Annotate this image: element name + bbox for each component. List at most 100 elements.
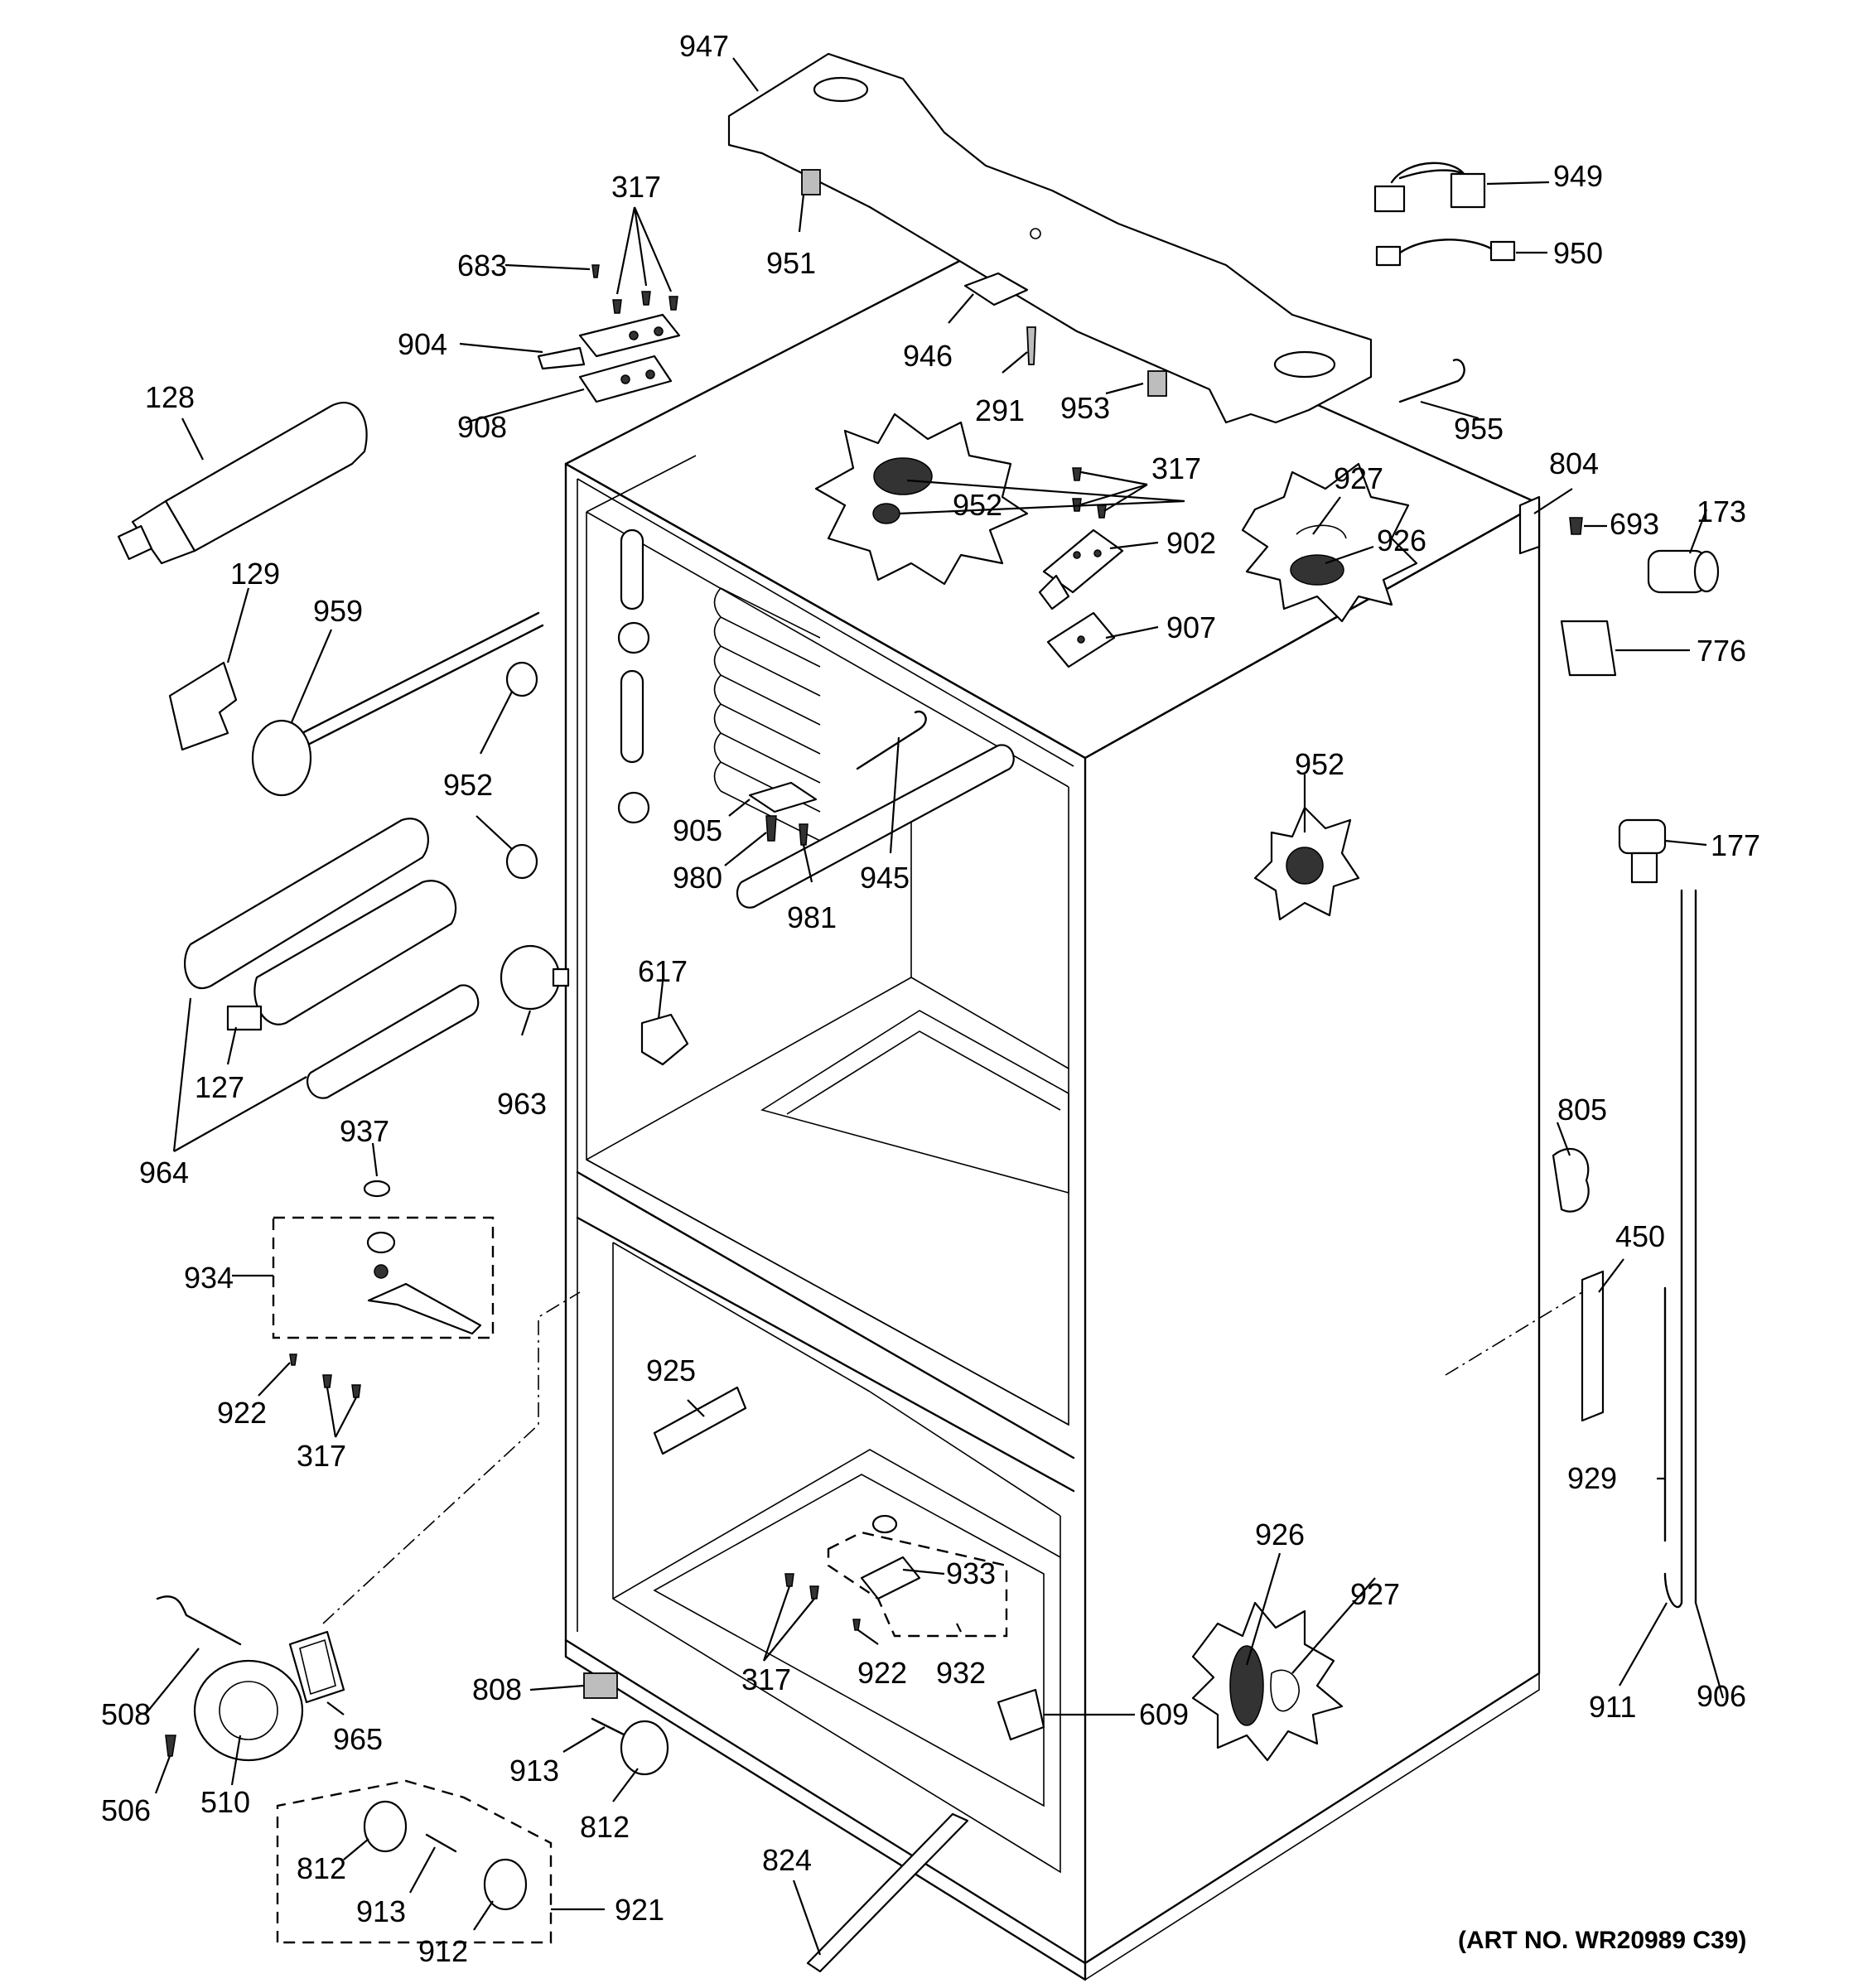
kit-934 bbox=[272, 1216, 495, 1339]
screw-506 bbox=[165, 1735, 176, 1757]
tube-911 bbox=[1663, 1572, 1683, 1609]
bracket-804 bbox=[1518, 495, 1541, 555]
roller-812-left bbox=[363, 1800, 408, 1853]
filter-cover-964 bbox=[184, 818, 480, 1099]
callout-907: 907 bbox=[1166, 610, 1216, 644]
callout-128: 128 bbox=[145, 380, 195, 414]
callout-510: 510 bbox=[200, 1785, 250, 1819]
callout-963: 963 bbox=[497, 1087, 547, 1121]
tube-508 bbox=[156, 1595, 242, 1646]
wire-harness-949 bbox=[1373, 162, 1486, 213]
screws-317-left bbox=[322, 1374, 361, 1398]
callout-927-bottom: 927 bbox=[1350, 1577, 1400, 1611]
callout-953: 953 bbox=[1060, 391, 1110, 425]
callout-617: 617 bbox=[638, 954, 688, 988]
cutaway-952-top bbox=[814, 413, 1029, 586]
plug-952-left-b bbox=[505, 843, 538, 880]
fan-510 bbox=[193, 1659, 304, 1762]
screw-922-bottom bbox=[852, 1619, 861, 1631]
callout-127: 127 bbox=[195, 1070, 244, 1104]
screw-922-left bbox=[289, 1353, 297, 1366]
cutaway-926-bottom bbox=[1191, 1601, 1344, 1762]
screw-693 bbox=[1569, 517, 1583, 535]
callout-808: 808 bbox=[472, 1672, 522, 1706]
callout-913-bottom: 913 bbox=[356, 1894, 406, 1928]
callout-683: 683 bbox=[457, 248, 507, 282]
shim-907 bbox=[1046, 611, 1116, 668]
gasket-965 bbox=[288, 1630, 345, 1704]
screw-980 bbox=[765, 815, 777, 842]
callout-906: 906 bbox=[1697, 1679, 1746, 1713]
hinge-902 bbox=[1038, 528, 1124, 610]
clip-951 bbox=[801, 169, 821, 195]
callout-949: 949 bbox=[1553, 159, 1603, 193]
valve-177 bbox=[1618, 818, 1667, 884]
callout-317-left: 317 bbox=[297, 1439, 346, 1473]
callout-609: 609 bbox=[1139, 1697, 1189, 1731]
washer-937 bbox=[363, 1180, 391, 1198]
kit-932 bbox=[827, 1514, 1008, 1638]
callout-693: 693 bbox=[1610, 507, 1659, 541]
callout-926-top: 926 bbox=[1377, 524, 1426, 557]
callout-932: 932 bbox=[936, 1656, 986, 1690]
bracket-905 bbox=[748, 781, 818, 813]
callout-934: 934 bbox=[184, 1261, 234, 1295]
rail bbox=[736, 744, 1015, 909]
water-filter-127 bbox=[226, 880, 457, 1031]
leader-lines bbox=[144, 57, 1725, 1956]
callout-804: 804 bbox=[1549, 446, 1599, 480]
callout-951: 951 bbox=[766, 246, 816, 280]
roller-812-right bbox=[620, 1720, 669, 1776]
callout-129: 129 bbox=[230, 557, 280, 591]
board-946 bbox=[963, 272, 1029, 306]
callout-902: 902 bbox=[1166, 526, 1216, 560]
axle-913-bottom bbox=[425, 1833, 457, 1853]
callout-945: 945 bbox=[860, 861, 910, 895]
wire-harness-950 bbox=[1375, 239, 1516, 267]
clip-776 bbox=[1560, 620, 1617, 677]
cutaway-952-right bbox=[1253, 806, 1360, 921]
clip-953 bbox=[1147, 370, 1167, 397]
callout-805: 805 bbox=[1557, 1093, 1607, 1127]
roller-912 bbox=[483, 1858, 528, 1911]
callout-929: 929 bbox=[1567, 1461, 1617, 1495]
callout-946: 946 bbox=[903, 339, 953, 373]
callout-317-top: 317 bbox=[611, 170, 661, 204]
probe-450 bbox=[1445, 1270, 1605, 1422]
callout-927-top: 927 bbox=[1334, 461, 1383, 495]
callout-labels: 947 317 683 904 908 951 946 291 953 949 … bbox=[101, 29, 1760, 1968]
screws-317-bottom bbox=[784, 1573, 819, 1600]
screws-317-top bbox=[612, 291, 678, 314]
callout-959: 959 bbox=[313, 594, 363, 628]
callout-824: 824 bbox=[762, 1843, 812, 1877]
callout-908: 908 bbox=[457, 410, 507, 444]
tube-959 bbox=[251, 611, 544, 797]
callout-980: 980 bbox=[673, 861, 722, 895]
callout-317-mid: 317 bbox=[1151, 451, 1201, 485]
tube-906 bbox=[1680, 889, 1697, 1604]
hinge-904 bbox=[537, 313, 681, 370]
callout-925: 925 bbox=[646, 1353, 696, 1387]
tube-955 bbox=[1398, 359, 1465, 403]
plug-952-left-a bbox=[505, 661, 538, 697]
callout-955: 955 bbox=[1454, 412, 1504, 446]
callout-912: 912 bbox=[418, 1934, 468, 1968]
refrigerator-cabinet bbox=[564, 251, 1541, 1981]
fitting-173 bbox=[1647, 549, 1720, 594]
callout-922-left: 922 bbox=[217, 1396, 267, 1430]
callout-904: 904 bbox=[398, 327, 447, 361]
grille-824 bbox=[806, 1812, 969, 1973]
callout-952-top: 952 bbox=[953, 488, 1002, 522]
knob-963 bbox=[500, 944, 570, 1011]
callout-952-right: 952 bbox=[1295, 747, 1344, 781]
shim-908 bbox=[578, 355, 673, 403]
callout-981: 981 bbox=[787, 900, 837, 934]
screw-683 bbox=[591, 264, 600, 278]
clamp-805 bbox=[1552, 1147, 1590, 1213]
callout-776: 776 bbox=[1697, 634, 1746, 668]
callout-926-bottom: 926 bbox=[1255, 1518, 1305, 1551]
callout-937: 937 bbox=[340, 1114, 389, 1148]
screws-317-mid bbox=[1072, 467, 1107, 519]
callout-964: 964 bbox=[139, 1156, 189, 1189]
callout-921: 921 bbox=[615, 1893, 664, 1927]
